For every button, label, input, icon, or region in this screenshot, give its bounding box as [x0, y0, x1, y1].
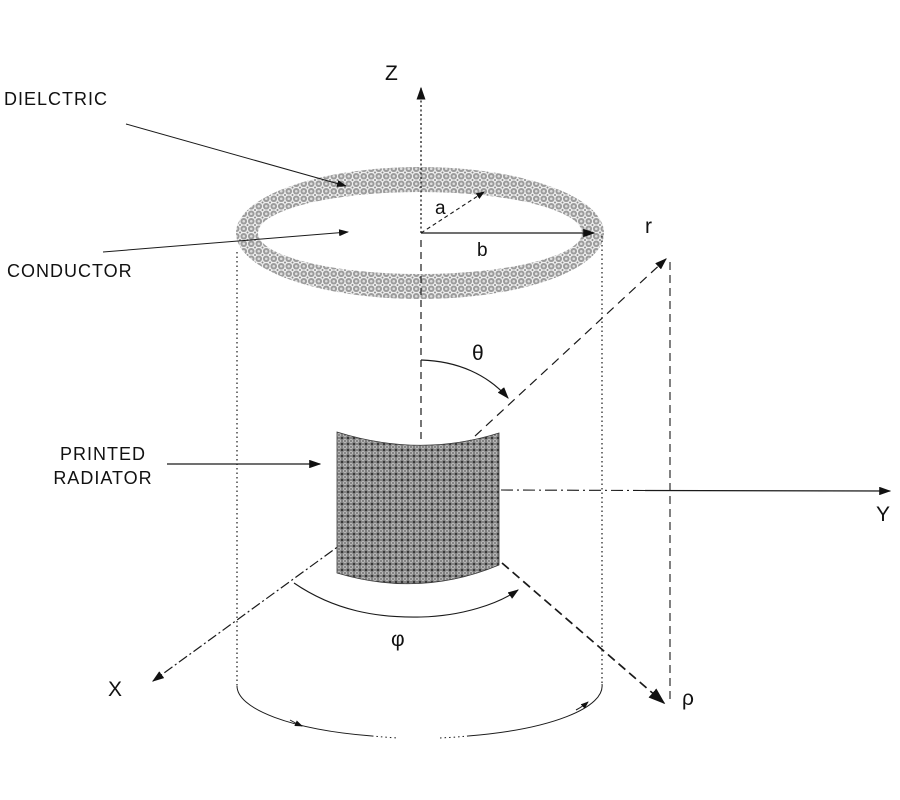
y-axis	[500, 486, 892, 496]
label-theta: θ	[472, 342, 484, 365]
label-phi: φ	[391, 628, 405, 651]
dielectric-leader-arrow	[125, 123, 347, 187]
label-z-axis: Z	[385, 62, 398, 85]
rho-vector	[501, 562, 666, 705]
label-r-vector: r	[645, 215, 652, 238]
phi-angle-arc	[293, 582, 519, 618]
label-dielectric: DIELCTRIC	[4, 89, 108, 109]
label-conductor: CONDUCTOR	[7, 261, 133, 281]
r-vector	[419, 258, 667, 488]
label-dim-b: b	[477, 240, 488, 261]
label-x-axis: X	[108, 678, 122, 701]
label-rho: ρ	[682, 687, 694, 710]
cylinder-bottom-rim	[236, 683, 603, 739]
conductor-leader-arrow	[102, 229, 349, 253]
label-printed-radiator-line1: PRINTED	[60, 444, 146, 464]
theta-angle-arc	[420, 359, 509, 399]
printed-radiator-strip	[336, 431, 500, 585]
label-dim-a: a	[435, 198, 446, 219]
label-printed-radiator-line2: RADIATOR	[53, 468, 152, 488]
label-y-axis: Y	[876, 503, 890, 526]
dielectric-ring	[236, 167, 604, 299]
inner-radius-a-arrow	[420, 191, 485, 234]
